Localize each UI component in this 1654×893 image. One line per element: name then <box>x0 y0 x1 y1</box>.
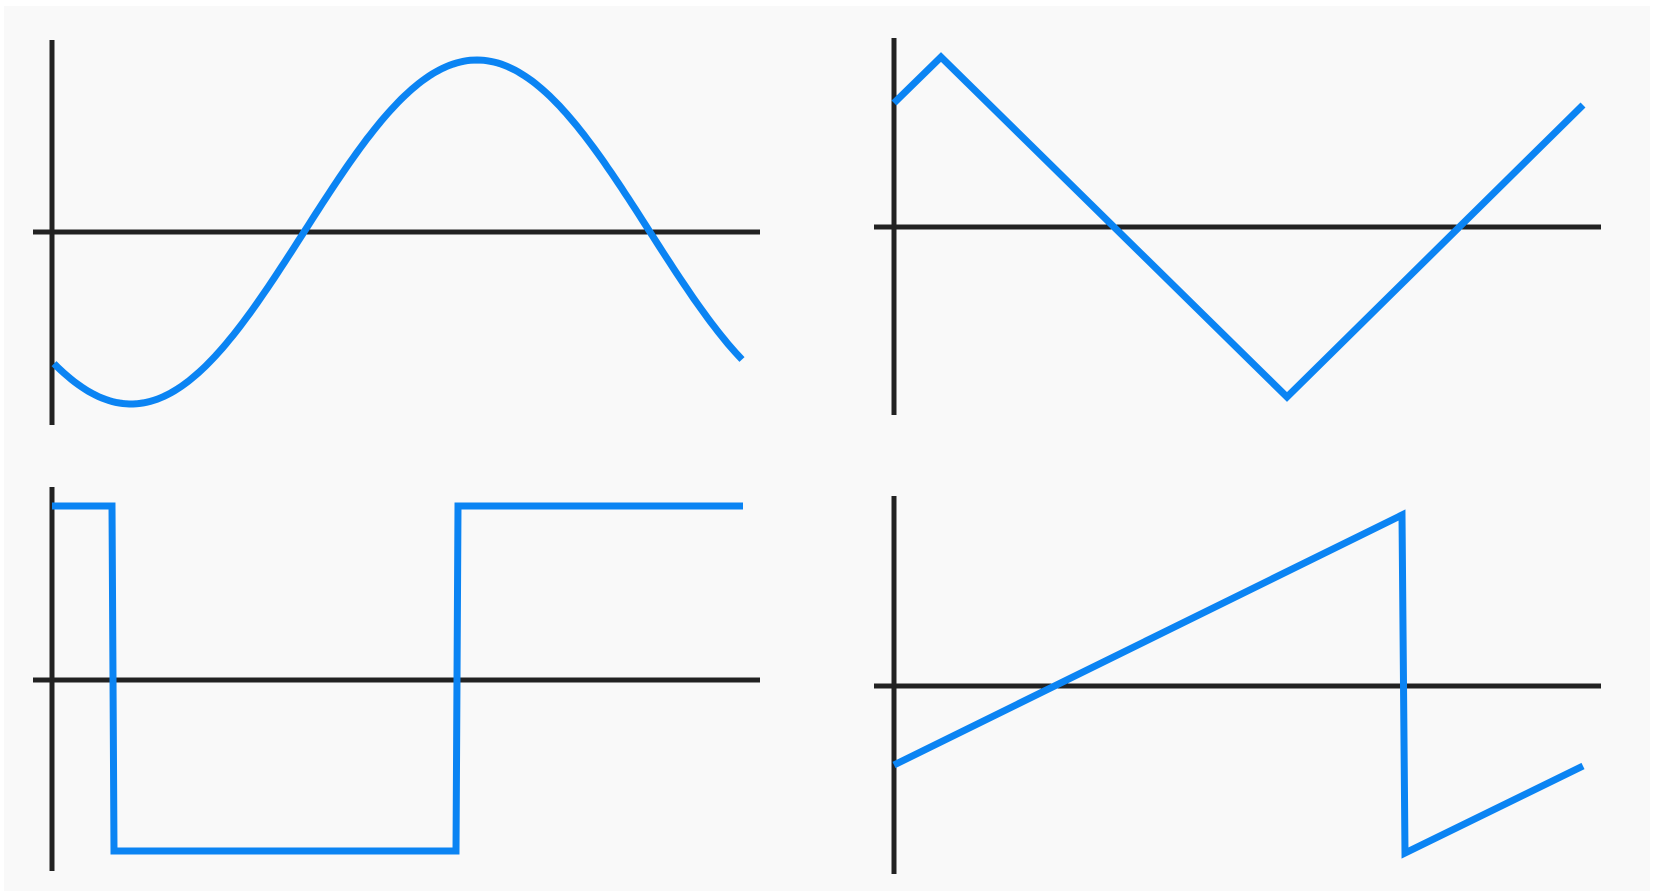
sawtooth-graph <box>874 496 1601 874</box>
triangle-wave <box>891 52 1586 402</box>
triangle-graph <box>874 38 1601 415</box>
square-graph <box>33 487 760 871</box>
square-panel <box>4 446 842 891</box>
sine-wave <box>51 56 745 408</box>
sawtooth-wave <box>892 509 1585 859</box>
sine-graph <box>33 40 760 425</box>
triangle-panel <box>842 6 1650 456</box>
square-wave <box>52 502 743 855</box>
sawtooth-panel <box>842 456 1650 891</box>
